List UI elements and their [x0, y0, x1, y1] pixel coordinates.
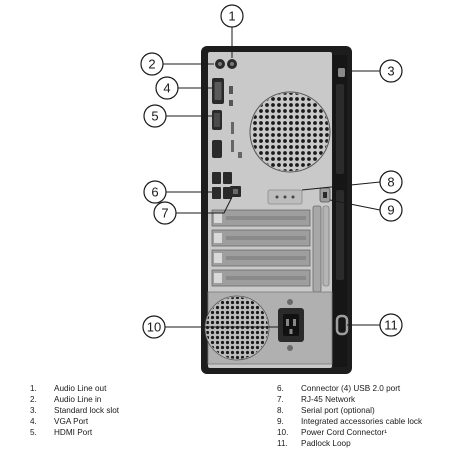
- legend-number: 1.: [30, 384, 37, 393]
- callout-11: 11: [379, 313, 403, 337]
- audio-jacks: [215, 59, 237, 69]
- legend-label: VGA Port: [54, 417, 89, 426]
- callout-number: 6: [151, 185, 158, 200]
- serial-port-knockout: [267, 189, 303, 205]
- callout-3: 3: [379, 59, 403, 83]
- callout-6: 6: [143, 180, 167, 204]
- callout-number: 10: [147, 320, 161, 335]
- callout-4: 4: [155, 76, 179, 100]
- legend-number: 7.: [277, 395, 284, 404]
- callout-number: 11: [384, 318, 398, 333]
- callout-10: 10: [142, 315, 166, 339]
- legend-label: HDMI Port: [54, 428, 93, 437]
- callout-9: 9: [379, 198, 403, 222]
- power-socket-icon: [278, 299, 304, 351]
- legend-label: Integrated accessories cable lock: [301, 417, 423, 426]
- legend-label: Audio Line in: [54, 395, 102, 404]
- legend-number: 11.: [277, 439, 288, 448]
- callout-2: 2: [140, 52, 164, 76]
- legend-label: Connector (4) USB 2.0 port: [301, 384, 401, 393]
- rear-panel-diagram: 1 2 3 4 5 6 7 8 9 10 11: [140, 4, 403, 374]
- vga-port: [212, 78, 224, 104]
- cable-lock-tab: [319, 187, 331, 203]
- callout-number: 9: [387, 203, 394, 218]
- psu-fan-icon: [204, 295, 270, 361]
- callout-1: 1: [220, 4, 244, 28]
- fan-grille-icon: [249, 91, 331, 173]
- expansion-slots: [211, 209, 311, 287]
- usb-ports: [212, 172, 232, 199]
- legend-number: 4.: [30, 417, 37, 426]
- legend-label: Padlock Loop: [301, 439, 351, 448]
- legend-label: RJ-45 Network: [301, 395, 356, 404]
- callout-number: 3: [387, 64, 394, 79]
- legend-number: 3.: [30, 406, 37, 415]
- legend-number: 10.: [277, 428, 289, 437]
- standard-lock-slot: [338, 68, 345, 77]
- legend-label: Serial port (optional): [301, 406, 375, 415]
- callout-number: 8: [387, 175, 394, 190]
- callout-number: 1: [228, 9, 235, 24]
- callout-8: 8: [379, 170, 403, 194]
- callout-number: 5: [151, 109, 158, 124]
- legend-label: Standard lock slot: [54, 406, 120, 415]
- callout-number: 7: [161, 206, 168, 221]
- callout-7: 7: [153, 201, 177, 225]
- callout-number: 4: [163, 81, 170, 96]
- legend-number: 6.: [277, 384, 284, 393]
- legend-number: 2.: [30, 395, 37, 404]
- legend-number: 5.: [30, 428, 37, 437]
- legend: 1. Audio Line out 2. Audio Line in 3. St…: [0, 383, 456, 455]
- hdmi-port: [212, 110, 222, 130]
- legend-number: 8.: [277, 406, 284, 415]
- callout-number: 2: [148, 57, 155, 72]
- callout-5: 5: [143, 104, 167, 128]
- legend-label: Power Cord Connector¹: [301, 428, 388, 437]
- rj45-port: [230, 186, 241, 197]
- legend-label: Audio Line out: [54, 384, 107, 393]
- leader-lines: [163, 27, 381, 328]
- legend-number: 9.: [277, 417, 284, 426]
